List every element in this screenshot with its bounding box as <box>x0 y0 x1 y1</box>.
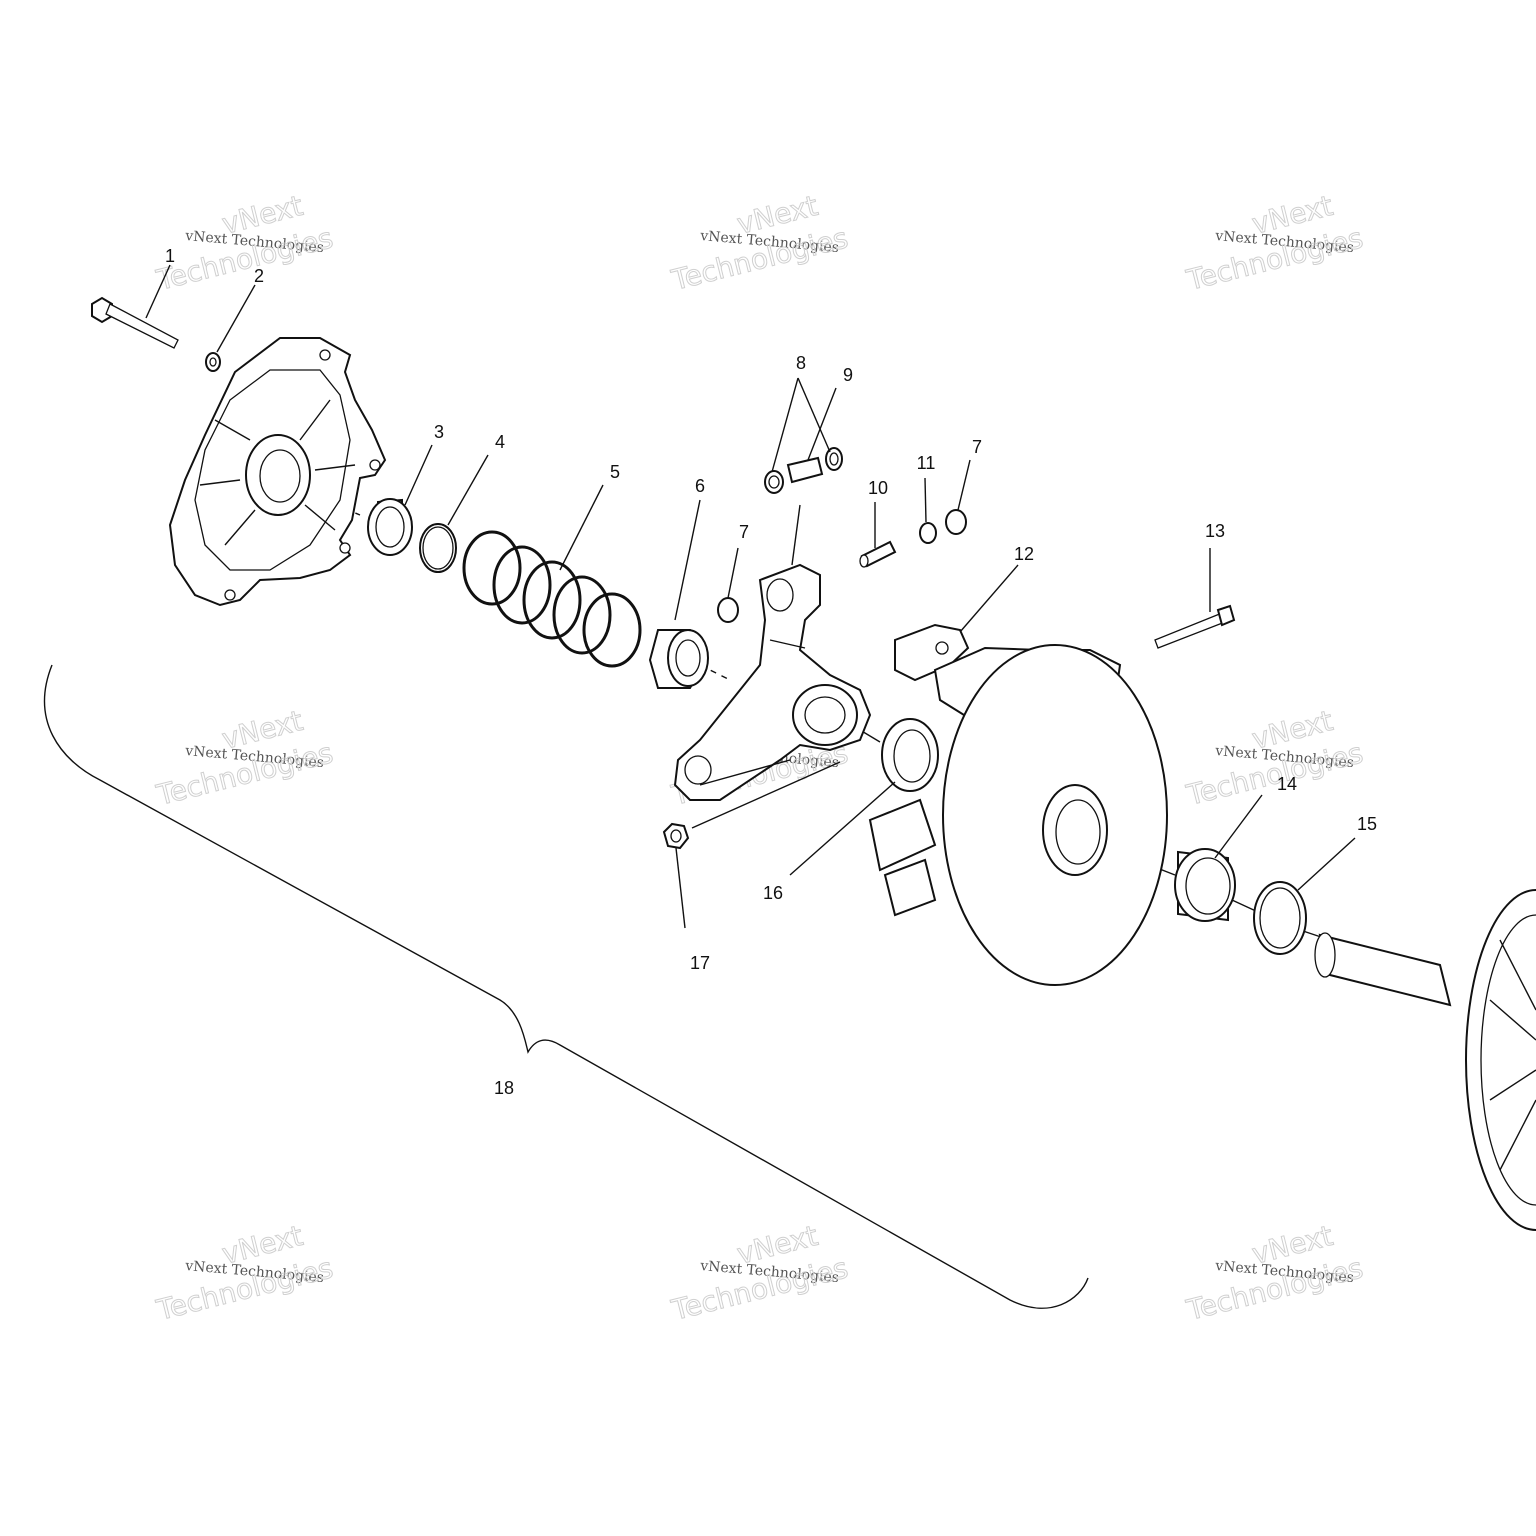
cover-plate-part <box>168 337 387 607</box>
watermark: vNext vNext Technologies Technologies <box>1182 703 1366 812</box>
callout-6: 6 <box>695 476 705 496</box>
callout-2: 2 <box>254 266 264 286</box>
bolt-part <box>91 296 179 349</box>
watermark: vNext vNext Technologies Technologies <box>152 703 336 812</box>
callout-10: 10 <box>868 478 888 498</box>
thin-washer-part <box>919 522 937 544</box>
callout-5: 5 <box>610 462 620 482</box>
seal-ring-part <box>881 718 939 792</box>
roller-part <box>945 509 967 535</box>
spider-arm-part <box>673 563 872 801</box>
callout-15: 15 <box>1357 814 1377 834</box>
snap-ring-part <box>419 523 457 573</box>
watermark: vNext vNext Technologies Technologies <box>152 188 336 297</box>
bushing-part <box>367 498 413 556</box>
assembly-brace <box>43 664 1089 1309</box>
callout-7-right: 7 <box>972 437 982 457</box>
callout-13: 13 <box>1205 521 1225 541</box>
callout-18: 18 <box>494 1078 514 1098</box>
callout-1: 1 <box>165 246 175 266</box>
sheave-bolt-part <box>1154 604 1236 649</box>
moveable-sheave-part <box>868 623 1168 986</box>
washer-part <box>205 352 221 372</box>
watermark: vNext vNext Technologies Technologies <box>1182 188 1366 297</box>
watermark: vNext vNext Technologies Technologies <box>667 188 851 297</box>
callout-labels: 1 2 3 4 5 6 7 8 9 10 11 7 12 13 14 15 16… <box>165 246 1377 1098</box>
sheave-bushing-part <box>1174 848 1236 922</box>
spring-cup-part <box>648 629 709 689</box>
fixed-sheave-shaft-part <box>1314 889 1536 1231</box>
watermark: vNext vNext Technologies Technologies <box>152 1218 336 1327</box>
callout-7-left: 7 <box>739 522 749 542</box>
callout-4: 4 <box>495 432 505 452</box>
callout-9: 9 <box>843 365 853 385</box>
nut-part <box>662 822 690 850</box>
callout-12: 12 <box>1014 544 1034 564</box>
callout-3: 3 <box>434 422 444 442</box>
callout-11: 11 <box>917 453 936 473</box>
leader-lines <box>145 264 1356 929</box>
dowel-pin-part <box>859 540 897 568</box>
callout-17: 17 <box>690 953 710 973</box>
spring-part <box>462 530 642 668</box>
watermark: vNext vNext Technologies Technologies <box>667 1218 851 1327</box>
callout-14: 14 <box>1277 774 1297 794</box>
callout-8: 8 <box>796 353 806 373</box>
retaining-ring-part <box>1253 881 1307 955</box>
watermark: vNext vNext Technologies Technologies <box>1182 1218 1366 1327</box>
pin-washers-part <box>764 447 843 494</box>
callout-16: 16 <box>763 883 783 903</box>
roller-part <box>717 597 739 623</box>
